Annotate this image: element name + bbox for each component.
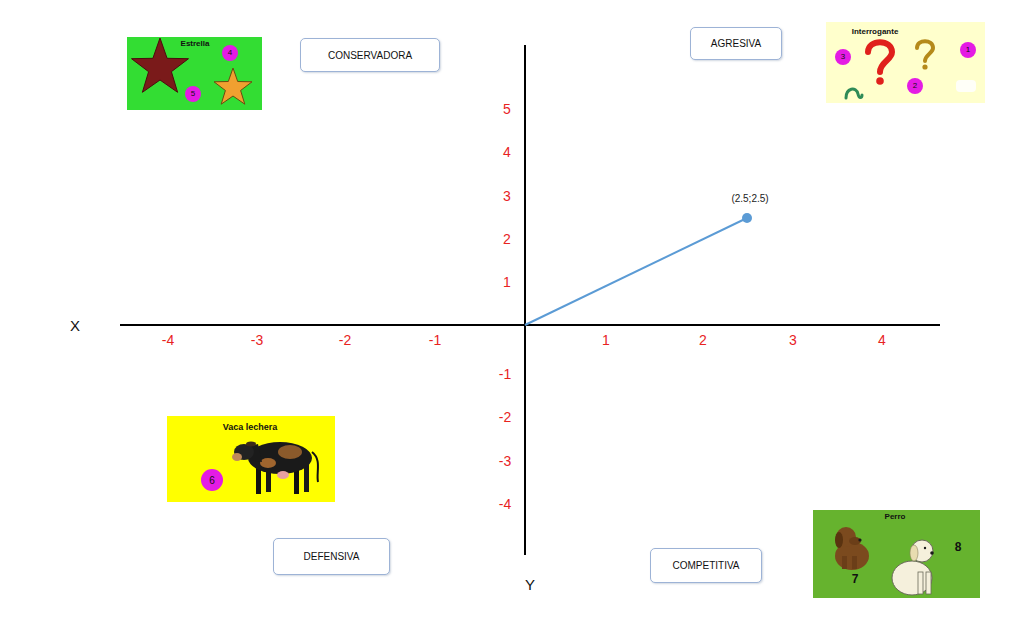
tick-number: -3: [499, 454, 511, 469]
cow-udder: [277, 471, 289, 479]
dog-body: [892, 561, 932, 595]
cow-muzzle: [232, 453, 242, 461]
question-mark: [868, 42, 892, 72]
tick-number: 3: [789, 333, 797, 348]
squiggle-icon: [846, 89, 862, 98]
star-icon: [132, 38, 189, 92]
tick-number: -2: [499, 410, 511, 425]
tick-number: 5: [503, 102, 511, 117]
tick-number: 2: [699, 333, 707, 348]
callout-circle: 3: [835, 49, 851, 65]
cow-patch: [278, 445, 302, 459]
image-panel: Perro 8 7: [813, 510, 980, 598]
dog-ear: [910, 545, 918, 561]
cow-figure: [232, 442, 318, 495]
star-icon: [214, 68, 252, 104]
dog-muzzle: [849, 537, 861, 545]
callout-circle: 6: [201, 469, 223, 491]
callout-number: 6: [209, 475, 215, 486]
dog-head: [911, 540, 933, 562]
vector-line: [525, 218, 747, 325]
dog-nose: [930, 551, 934, 555]
tick-number: -4: [162, 333, 174, 348]
quadrant-box: CONSERVADORA: [300, 38, 440, 72]
tick-number: 4: [503, 145, 511, 160]
panel-heading: Vaca lechera: [223, 423, 278, 433]
tick-number: 1: [503, 275, 511, 290]
quadrant-box: AGRESIVA: [690, 27, 782, 60]
callout-circle: 2: [907, 78, 923, 94]
vector-point: [742, 213, 752, 223]
dog-leg: [926, 572, 931, 594]
tick-number: -2: [339, 333, 351, 348]
quadrant-name: DEFENSIVA: [304, 551, 360, 562]
quadrant-name: CONSERVADORA: [328, 50, 412, 61]
cow-leg: [304, 464, 309, 492]
cow-body: [248, 442, 312, 474]
callout-number: 7: [852, 573, 859, 586]
quadrant-name: COMPETITIVA: [672, 560, 739, 571]
dog-leg: [852, 556, 857, 569]
tick-number: -4: [499, 497, 511, 512]
question-dot: [922, 64, 927, 69]
tick-number: 1: [602, 333, 610, 348]
dog-eye: [924, 547, 926, 549]
image-panel: Interrogante 3 1 2: [826, 22, 985, 103]
tick-number: -3: [251, 333, 263, 348]
panel-ground: [167, 416, 335, 502]
panel-heading: Interrogante: [852, 28, 899, 37]
cow-patch: [260, 458, 276, 468]
image-panel: Vaca lechera 6: [167, 416, 335, 502]
dog-figure: [892, 540, 934, 595]
callout-number: 5: [191, 90, 195, 99]
panel-heading: Estrella: [181, 40, 210, 49]
question-mark: [917, 41, 933, 61]
cow-ear: [246, 442, 256, 447]
cow-tail: [312, 452, 318, 482]
quadrant-box: COMPETITIVA: [650, 548, 762, 583]
callout-number: 4: [228, 49, 232, 58]
y-axis: [524, 45, 526, 555]
callout-number: 2: [913, 82, 917, 91]
tick-number: 4: [878, 333, 886, 348]
tick-number: 3: [503, 189, 511, 204]
callout-circle: 1: [960, 42, 976, 58]
image-panel: Estrella 4 5: [127, 37, 262, 110]
dog-leg: [842, 556, 847, 569]
dog-nose: [858, 538, 861, 541]
quadrant-box: DEFENSIVA: [273, 538, 390, 575]
dog-leg: [918, 572, 923, 594]
question-dot: [876, 77, 884, 85]
question-icon: [846, 41, 976, 98]
tick-number: -1: [429, 333, 441, 348]
panel-ground: [826, 22, 985, 103]
panel-ground: [127, 37, 262, 110]
quadrant-name: AGRESIVA: [711, 38, 761, 49]
axis-name: X: [70, 318, 80, 335]
axis-name: Y: [525, 577, 535, 594]
x-axis: [120, 324, 940, 326]
point-label: (2.5;2.5): [731, 193, 768, 204]
callout-circle: 4: [222, 45, 238, 61]
callout-number: 3: [841, 53, 845, 62]
callout-number: 1: [966, 46, 970, 55]
blank-mark: [956, 80, 976, 92]
tick-number: 2: [503, 232, 511, 247]
panel-heading: Perro: [885, 513, 906, 522]
dog-ear: [835, 532, 843, 548]
callout-circle: 5: [185, 86, 201, 102]
panel-ground: [813, 510, 980, 598]
dog-figure: [835, 527, 869, 570]
callout-number: 8: [955, 541, 962, 554]
tick-number: -1: [499, 367, 511, 382]
